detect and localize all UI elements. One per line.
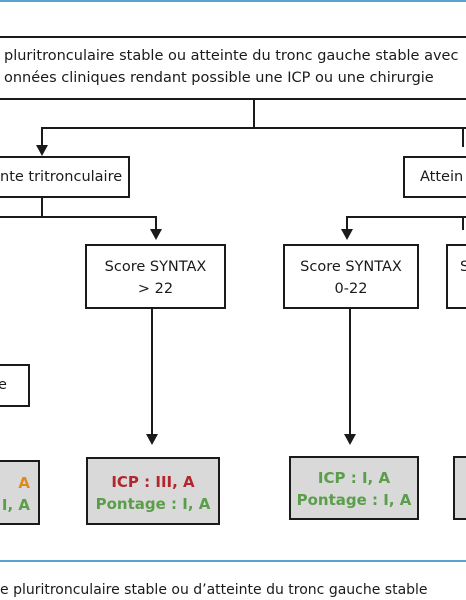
left-small-label: e	[0, 377, 7, 393]
result-high-pontage: Pontage : I, A	[95, 495, 211, 513]
figure-caption: e pluritronculaire stable ou d’atteinte …	[0, 582, 428, 598]
result-clipped-right-box	[453, 456, 466, 520]
top-box-line2: onnées cliniques rendant possible une IC…	[4, 70, 434, 86]
right-branch-label: Attein	[420, 169, 464, 185]
connector-syntax-low-drop	[346, 216, 348, 230]
top-box-line1: pluritronculaire stable ou atteinte du t…	[4, 48, 459, 64]
syntax-high-box: Score SYNTAX > 22	[85, 244, 226, 309]
syntax-clipped-title: S	[460, 259, 466, 275]
right-branch-box: Attein	[403, 156, 466, 198]
connector-left-horizontal	[0, 216, 157, 218]
bottom-rule	[0, 560, 466, 562]
syntax-low-box: Score SYNTAX 0-22	[283, 244, 419, 309]
connector-left-drop	[41, 127, 43, 147]
left-branch-box: nte tritronculaire	[0, 156, 130, 198]
syntax-low-range: 0-22	[334, 281, 368, 297]
arrow-down-result-low	[344, 434, 356, 445]
connector-syntax-high-drop	[155, 216, 157, 230]
top-rule	[0, 0, 466, 2]
result-low-box: ICP : I, A Pontage : I, A	[289, 456, 419, 520]
connector-right-horizontal	[346, 216, 466, 218]
arrow-down-syntax-low	[341, 229, 353, 240]
syntax-high-range: > 22	[137, 281, 174, 297]
result-clipped-line2: I, A	[1, 496, 30, 514]
syntax-low-title: Score SYNTAX	[300, 259, 402, 275]
connector-result-low-drop	[349, 309, 351, 436]
left-branch-label: nte tritronculaire	[0, 169, 123, 185]
result-low-pontage: Pontage : I, A	[296, 491, 412, 509]
result-low-icp: ICP : I, A	[317, 469, 391, 487]
result-high-icp: ICP : III, A	[111, 473, 195, 491]
connector-top-stem	[253, 100, 255, 128]
arrow-down-syntax-high	[150, 229, 162, 240]
connector-right-drop	[462, 127, 464, 147]
arrow-down-left-branch	[36, 145, 48, 156]
result-clipped-line1: A	[18, 474, 30, 492]
top-box: pluritronculaire stable ou atteinte du t…	[0, 36, 466, 100]
connector-top-horizontal	[41, 127, 466, 129]
connector-result-high-drop	[151, 309, 153, 436]
syntax-clipped-box: S	[446, 244, 466, 309]
connector-left-stem	[41, 198, 43, 217]
arrow-down-result-high	[146, 434, 158, 445]
left-small-box: e	[0, 364, 30, 407]
result-clipped-box: A I, A	[0, 460, 40, 525]
connector-syntax-clipped-drop	[462, 216, 464, 230]
syntax-high-title: Score SYNTAX	[104, 259, 207, 275]
result-high-box: ICP : III, A Pontage : I, A	[86, 457, 220, 525]
